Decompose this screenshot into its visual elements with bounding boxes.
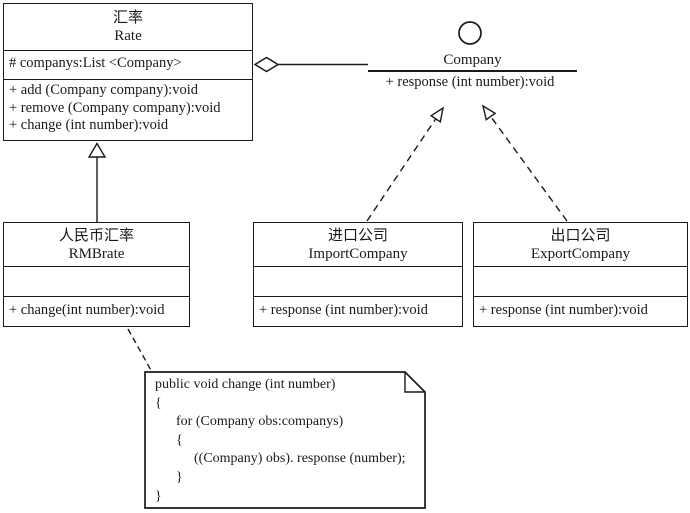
company-interface-name: Company [443, 52, 502, 68]
rate-method-add: + add (Company company):void [9, 82, 198, 98]
export-company-class-name-en: ExportCompany [530, 246, 631, 262]
generalization-arrowhead [87, 142, 107, 158]
import-company-class-box: 进口公司 ImportCompany + response (int numbe… [253, 222, 463, 327]
rmbrate-class-box: 人民币汇率 RMBrate + change(int number):void [3, 222, 190, 327]
rmbrate-class-name-zh: 人民币汇率 [58, 228, 134, 244]
note-line: { [155, 395, 162, 411]
note-line: } [176, 469, 183, 485]
export-company-class-box: 出口公司 ExportCompany + response (int numbe… [473, 222, 688, 327]
rate-class-box: 汇率 Rate # companys:List <Company> + add … [3, 3, 253, 141]
import-company-methods-section: + response (int number):void [254, 296, 462, 326]
realization-connector-import [366, 106, 445, 222]
import-company-attributes-section [254, 266, 462, 296]
rate-class-name-zh: 汇率 [112, 10, 143, 26]
import-company-class-title: 进口公司 ImportCompany [254, 223, 462, 266]
code-note: public void change (int number) { for (C… [152, 376, 420, 506]
company-interface-method: + response (int number):void [385, 74, 555, 90]
note-anchor-connector [127, 328, 153, 373]
rate-method-change: + change (int number):void [9, 117, 169, 133]
rate-attribute: # companys:List <Company> [9, 55, 182, 71]
rmbrate-class-name-en: RMBrate [68, 246, 125, 262]
rate-class-name-en: Rate [114, 28, 142, 44]
note-line: { [176, 432, 183, 448]
export-company-methods-section: + response (int number):void [474, 296, 687, 326]
import-company-class-name-en: ImportCompany [308, 246, 408, 262]
rate-attributes-section: # companys:List <Company> [4, 50, 252, 79]
rate-methods-section: + add (Company company):void + remove (C… [4, 79, 252, 140]
note-shape [144, 371, 426, 509]
rate-method-remove: + remove (Company company):void [9, 99, 221, 116]
rmbrate-attributes-section [4, 266, 189, 296]
note-line: ((Company) obs). response (number); [194, 451, 406, 467]
export-company-attributes-section [474, 266, 687, 296]
note-line: } [155, 488, 162, 504]
rmbrate-method-change: + change(int number):void [9, 302, 165, 318]
import-company-class-name-zh: 进口公司 [327, 228, 388, 244]
note-line: public void change (int number) [155, 377, 336, 392]
aggregation-diamond-icon [253, 56, 280, 73]
import-company-method-response: + response (int number):void [259, 302, 428, 318]
realization-connector-export [481, 104, 568, 222]
export-company-class-title: 出口公司 ExportCompany [474, 223, 687, 266]
export-company-class-name-zh: 出口公司 [550, 228, 611, 244]
interface-lollipop-icon [458, 21, 482, 45]
rmbrate-class-title: 人民币汇率 RMBrate [4, 223, 189, 266]
export-company-method-response: + response (int number):void [479, 302, 648, 318]
rmbrate-methods-section: + change(int number):void [4, 296, 189, 326]
note-line: for (Company obs:companys) [176, 414, 344, 430]
note-fold-icon [404, 372, 425, 393]
rate-class-title: 汇率 Rate [4, 4, 252, 50]
